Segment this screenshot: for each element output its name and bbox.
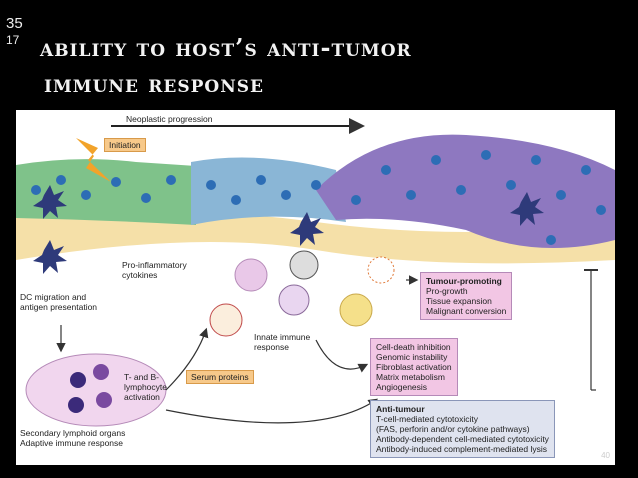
anti-tumour-item: T-cell-mediated cytotoxicity <box>376 414 479 424</box>
tumour-promoting-item: Malignant conversion <box>426 306 507 316</box>
label-initiation: Initiation <box>104 138 146 152</box>
tumour-promoting-item: Pro-growth <box>426 286 468 296</box>
dc-migration-line: antigen presentation <box>20 302 98 312</box>
label-secondary-lymphoid: Secondary lymphoid organs Adaptive immun… <box>20 428 125 448</box>
anti-tumour-box: Anti-tumour T-cell-mediated cytotoxicity… <box>370 400 555 458</box>
page-number: 40 <box>601 451 610 460</box>
slide-number-sub: 17 <box>6 33 20 47</box>
t-b-line: activation <box>124 392 160 402</box>
anti-tumour-header: Anti-tumour <box>376 404 425 414</box>
slide-number: 35 17 <box>6 16 23 48</box>
tumour-promoting-item: Tissue expansion <box>426 296 492 306</box>
tumour-promoting-header: Tumour-promoting <box>426 276 502 286</box>
label-innate-immune: Innate immune response <box>254 332 310 352</box>
cell-death-item: Cell-death inhibition <box>376 342 451 352</box>
slide-title-line2: Immune Response <box>44 69 264 98</box>
innate-cell <box>209 303 243 337</box>
innate-cell <box>367 256 395 284</box>
label-dc-migration: DC migration and antigen presentation <box>20 292 97 312</box>
pro-inflammatory-line: cytokines <box>122 270 158 280</box>
t-b-line: T- and B- <box>124 372 159 382</box>
secondary-lymphoid-line: Secondary lymphoid organs <box>20 428 126 438</box>
innate-immune-line: response <box>254 342 289 352</box>
cell-death-item: Fibroblast activation <box>376 362 452 372</box>
dc-migration-line: DC migration and <box>20 292 87 302</box>
cell-death-item: Matrix metabolism <box>376 372 445 382</box>
t-b-line: lymphocyte <box>124 382 167 392</box>
label-neoplastic-progression: Neoplastic progression <box>126 114 213 124</box>
innate-cell <box>289 250 319 280</box>
slide-number-top: 35 <box>6 15 23 32</box>
label-serum-proteins: Serum proteins <box>186 370 254 384</box>
cell-nuclei <box>31 150 606 245</box>
immune-response-figure: Neoplastic progression Initiation Pro-in… <box>16 110 615 465</box>
innate-cell <box>234 258 268 292</box>
secondary-lymphoid-line: Adaptive immune response <box>20 438 124 448</box>
label-pro-inflammatory: Pro-inflammatory cytokines <box>122 260 187 280</box>
stroma-band <box>16 210 615 264</box>
initiation-bolt <box>76 138 111 182</box>
anti-tumour-item: Antibody-induced complement-mediated lys… <box>376 444 548 454</box>
pro-inflammatory-line: Pro-inflammatory <box>122 260 187 270</box>
innate-immune-line: Innate immune <box>254 332 311 342</box>
slide-title-line1: Ability to Host’s Anti-Tumor <box>40 33 412 62</box>
label-t-b-activation: T- and B- lymphocyte activation <box>124 372 167 402</box>
tumour-promoting-box: Tumour-promoting Pro-growth Tissue expan… <box>420 272 513 320</box>
cell-death-box: Cell-death inhibition Genomic instabilit… <box>370 338 458 396</box>
anti-tumour-item: Antibody-dependent cell-mediated cytotox… <box>376 434 549 444</box>
anti-tumour-item: (FAS, perforin and/or cytokine pathways) <box>376 424 530 434</box>
innate-cell <box>339 293 373 327</box>
cell-death-item: Genomic instability <box>376 352 448 362</box>
innate-cell <box>278 284 310 316</box>
figure-illustration <box>16 118 615 427</box>
slide-title: Ability to Host’s Anti-Tumor Immune Resp… <box>40 30 630 102</box>
dendritic-cells <box>33 185 544 274</box>
cell-death-item: Angiogenesis <box>376 382 428 392</box>
dysplastic-layer <box>191 157 346 225</box>
